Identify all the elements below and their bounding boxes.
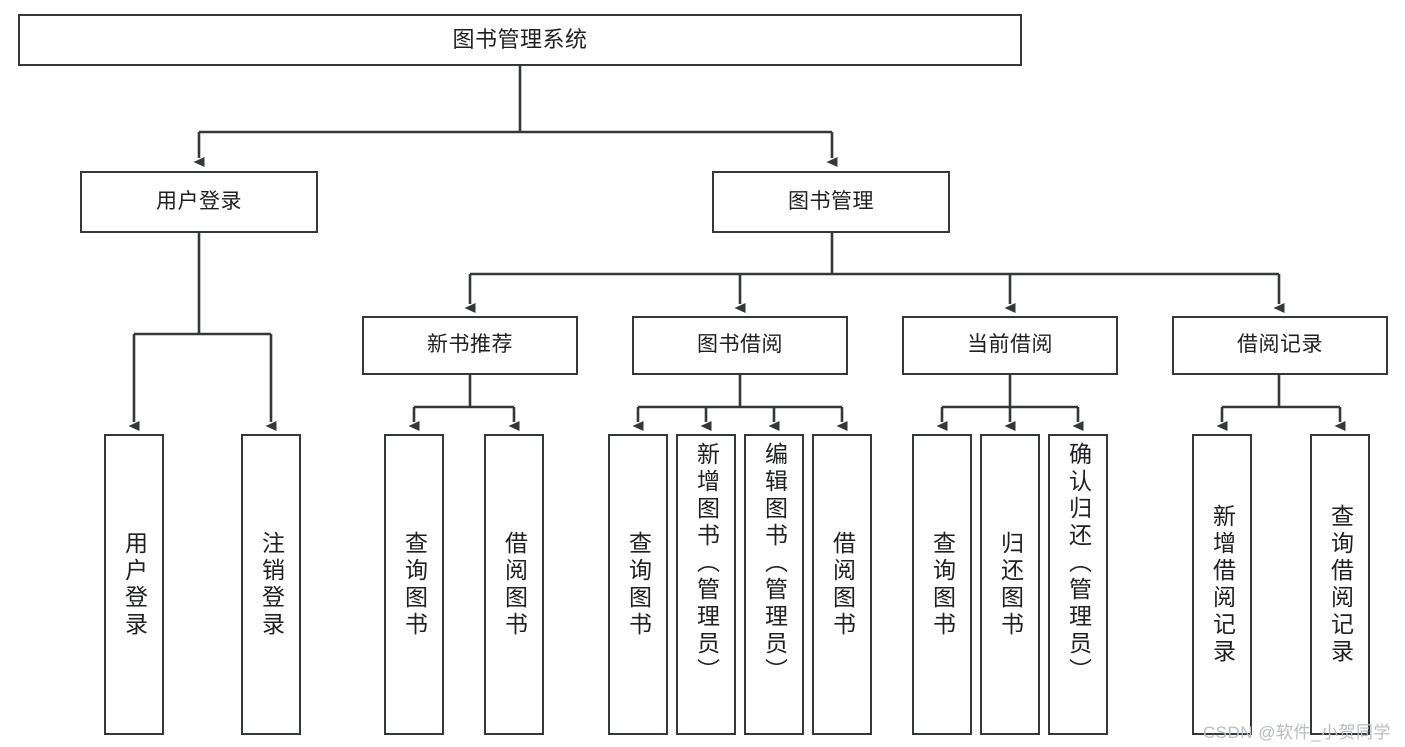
leaf-current-borrow-query-book[interactable]: 查询图书	[912, 434, 972, 735]
node-label: 新书推荐	[427, 333, 513, 357]
node-label: 确认归还（管理员）	[1065, 442, 1092, 685]
leaf-user-login-logout[interactable]: 注销登录	[241, 434, 301, 735]
leaf-book-borrow-query-book[interactable]: 查询图书	[608, 434, 668, 735]
leaf-borrow-record-query-record[interactable]: 查询借阅记录	[1310, 434, 1370, 735]
node-label: 用户登录	[121, 530, 148, 639]
node-label: 查询借阅记录	[1327, 503, 1354, 666]
node-label: 查询图书	[625, 530, 652, 639]
node-label: 查询图书	[401, 530, 428, 639]
node-label: 借阅记录	[1237, 333, 1323, 357]
node-book-borrow[interactable]: 图书借阅	[632, 316, 848, 375]
leaf-current-borrow-confirm-return-admin[interactable]: 确认归还（管理员）	[1048, 434, 1108, 735]
node-label: 当前借阅	[967, 333, 1053, 357]
node-label: 新增借阅记录	[1209, 503, 1236, 666]
leaf-book-borrow-edit-book-admin[interactable]: 编辑图书（管理员）	[744, 434, 804, 735]
node-label: 归还图书	[997, 530, 1024, 639]
leaf-book-borrow-add-book-admin[interactable]: 新增图书（管理员）	[676, 434, 736, 735]
node-label: 借阅图书	[501, 530, 528, 639]
node-label: 用户登录	[156, 189, 242, 213]
leaf-new-book-query-book[interactable]: 查询图书	[384, 434, 444, 735]
node-label: 图书管理系统	[452, 27, 588, 53]
node-label: 编辑图书（管理员）	[761, 442, 788, 685]
node-label: 新增图书（管理员）	[693, 442, 720, 685]
node-current-borrow[interactable]: 当前借阅	[902, 316, 1118, 375]
node-book-management[interactable]: 图书管理	[712, 171, 950, 233]
leaf-new-book-borrow-book[interactable]: 借阅图书	[484, 434, 544, 735]
node-label: 图书管理	[788, 189, 874, 213]
node-label: 查询图书	[929, 530, 956, 639]
node-label: 注销登录	[258, 530, 285, 639]
node-user-login[interactable]: 用户登录	[80, 171, 318, 233]
leaf-user-login-login[interactable]: 用户登录	[104, 434, 164, 735]
node-root-book-management-system[interactable]: 图书管理系统	[18, 14, 1022, 66]
node-label: 图书借阅	[697, 333, 783, 357]
node-borrow-record[interactable]: 借阅记录	[1172, 316, 1388, 375]
leaf-borrow-record-add-record[interactable]: 新增借阅记录	[1192, 434, 1252, 735]
leaf-book-borrow-borrow-book[interactable]: 借阅图书	[812, 434, 872, 735]
watermark: CSDN @软件_小贺同学	[1202, 723, 1391, 742]
leaf-current-borrow-return-book[interactable]: 归还图书	[980, 434, 1040, 735]
node-label: 借阅图书	[829, 530, 856, 639]
node-new-book-recommend[interactable]: 新书推荐	[362, 316, 578, 375]
